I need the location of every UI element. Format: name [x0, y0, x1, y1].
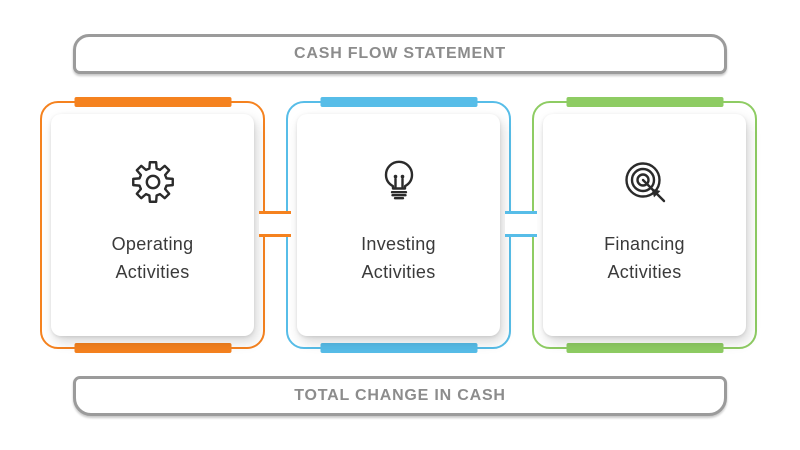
top-banner-label: CASH FLOW STATEMENT	[294, 45, 506, 62]
target-icon	[624, 162, 665, 203]
connector-investing-financing	[505, 211, 537, 237]
box-operating-activities: Operating Activities	[40, 97, 265, 353]
investing-label-line2: Activities	[361, 262, 436, 282]
accent-bar-bottom	[566, 343, 723, 353]
investing-card: Investing Activities	[297, 114, 500, 336]
operating-label: Operating Activities	[112, 230, 194, 286]
operating-card: Operating Activities	[51, 114, 254, 336]
investing-label: Investing Activities	[361, 230, 436, 286]
box-financing-activities: Financing Activities	[532, 97, 757, 353]
connector-operating-investing	[259, 211, 291, 237]
operating-label-line1: Operating	[111, 234, 194, 254]
lightbulb-icon	[384, 160, 413, 200]
gear-icon	[131, 161, 174, 203]
financing-card: Financing Activities	[543, 114, 746, 336]
bottom-banner: TOTAL CHANGE IN CASH	[73, 376, 727, 416]
top-banner: CASH FLOW STATEMENT	[73, 34, 727, 74]
accent-bar-top	[566, 97, 723, 107]
accent-bar-bottom	[74, 343, 231, 353]
financing-label-line2: Activities	[607, 262, 682, 282]
financing-label: Financing Activities	[604, 230, 685, 286]
operating-label-line2: Activities	[115, 262, 190, 282]
bottom-banner-label: TOTAL CHANGE IN CASH	[294, 387, 506, 404]
box-investing-activities: Investing Activities	[286, 97, 511, 353]
investing-label-line1: Investing	[361, 234, 436, 254]
accent-bar-bottom	[320, 343, 477, 353]
accent-bar-top	[320, 97, 477, 107]
accent-bar-top	[74, 97, 231, 107]
financing-label-line1: Financing	[604, 234, 685, 254]
